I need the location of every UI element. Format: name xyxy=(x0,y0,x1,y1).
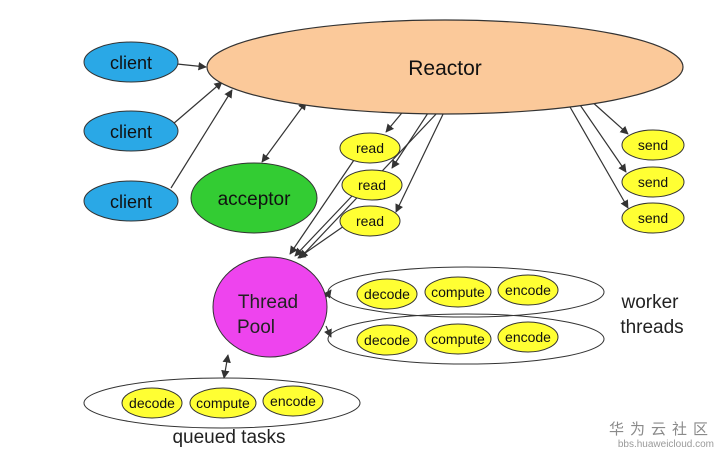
client-node-3 xyxy=(83,180,179,222)
queued-compute-label: compute xyxy=(196,395,250,411)
worker2-compute-label: compute xyxy=(431,331,485,347)
client2-to-reactor-arrow xyxy=(172,81,223,125)
send-label-2: send xyxy=(638,174,668,190)
queued-task-group xyxy=(83,377,361,429)
pool-queue-arrow xyxy=(221,354,231,379)
read-label-2: read xyxy=(358,177,386,193)
worker2-encode-task xyxy=(497,321,559,353)
worker1-compute-task xyxy=(424,276,492,308)
acceptor-label: acceptor xyxy=(218,189,292,210)
worker2-decode-label: decode xyxy=(364,332,410,348)
worker-thread-group-2 xyxy=(327,313,605,365)
reactor-to-read3-arrow xyxy=(395,107,447,213)
client3-to-reactor-arrow xyxy=(170,89,233,189)
client-node-2 xyxy=(83,110,179,152)
send-node-1 xyxy=(621,129,685,161)
queued-encode-label: encode xyxy=(270,393,316,409)
send-label-3: send xyxy=(638,210,668,226)
reactor-label: Reactor xyxy=(408,57,482,80)
worker2-compute-task xyxy=(424,323,492,355)
send-node-2 xyxy=(621,166,685,198)
worker-threads-label-line2: threads xyxy=(620,317,683,338)
client-label-2: client xyxy=(110,122,152,142)
watermark-brand: 华为云社区 xyxy=(608,420,714,438)
queued-compute-task xyxy=(189,387,257,419)
worker2-decode-task xyxy=(356,324,418,356)
worker-thread-group-1 xyxy=(327,266,605,318)
thread-pool-label-line1: Thread xyxy=(238,292,298,313)
read1-to-pool-arrow xyxy=(289,159,355,255)
send-label-1: send xyxy=(638,137,668,153)
client1-to-reactor-arrow xyxy=(176,62,207,71)
thread-pool-node xyxy=(212,256,328,358)
worker1-decode-task xyxy=(356,278,418,310)
read2-to-pool-arrow xyxy=(294,195,353,257)
thread-pool-label-line2: Pool xyxy=(237,317,275,338)
worker1-compute-label: compute xyxy=(431,284,485,300)
queued-decode-task xyxy=(121,387,183,419)
reactor-to-send3-arrow xyxy=(565,99,629,209)
client-node-1 xyxy=(83,41,179,83)
worker1-encode-label: encode xyxy=(505,282,551,298)
client-label-1: client xyxy=(110,53,152,73)
worker1-encode-task xyxy=(497,274,559,306)
worker-threads-label-line1: worker xyxy=(620,292,679,313)
pool-to-worker2-arrow xyxy=(324,325,332,338)
watermark: 华为云社区 bbs.huaweicloud.com xyxy=(609,418,714,450)
worker2-encode-label: encode xyxy=(505,329,551,345)
watermark-url: bbs.huaweicloud.com xyxy=(617,439,714,450)
queued-decode-label: decode xyxy=(129,395,175,411)
reactor-to-read2-arrow xyxy=(391,109,431,169)
reactor-to-send2-arrow xyxy=(577,101,627,173)
worker1-decode-label: decode xyxy=(364,286,410,302)
read-label-3: read xyxy=(356,213,384,229)
acceptor-node xyxy=(190,162,318,234)
reactor-acceptor-arrow xyxy=(261,101,307,163)
read-node-2 xyxy=(341,169,403,201)
client-label-3: client xyxy=(110,192,152,212)
send-node-3 xyxy=(621,202,685,234)
reactor-node xyxy=(206,19,684,115)
queued-tasks-label: queued tasks xyxy=(172,427,285,448)
queued-encode-task xyxy=(262,385,324,417)
read-label-1: read xyxy=(356,140,384,156)
read-node-3 xyxy=(339,205,401,237)
read-node-1 xyxy=(339,132,401,164)
connectors xyxy=(170,62,629,379)
reactor-to-send1-arrow xyxy=(589,99,629,135)
